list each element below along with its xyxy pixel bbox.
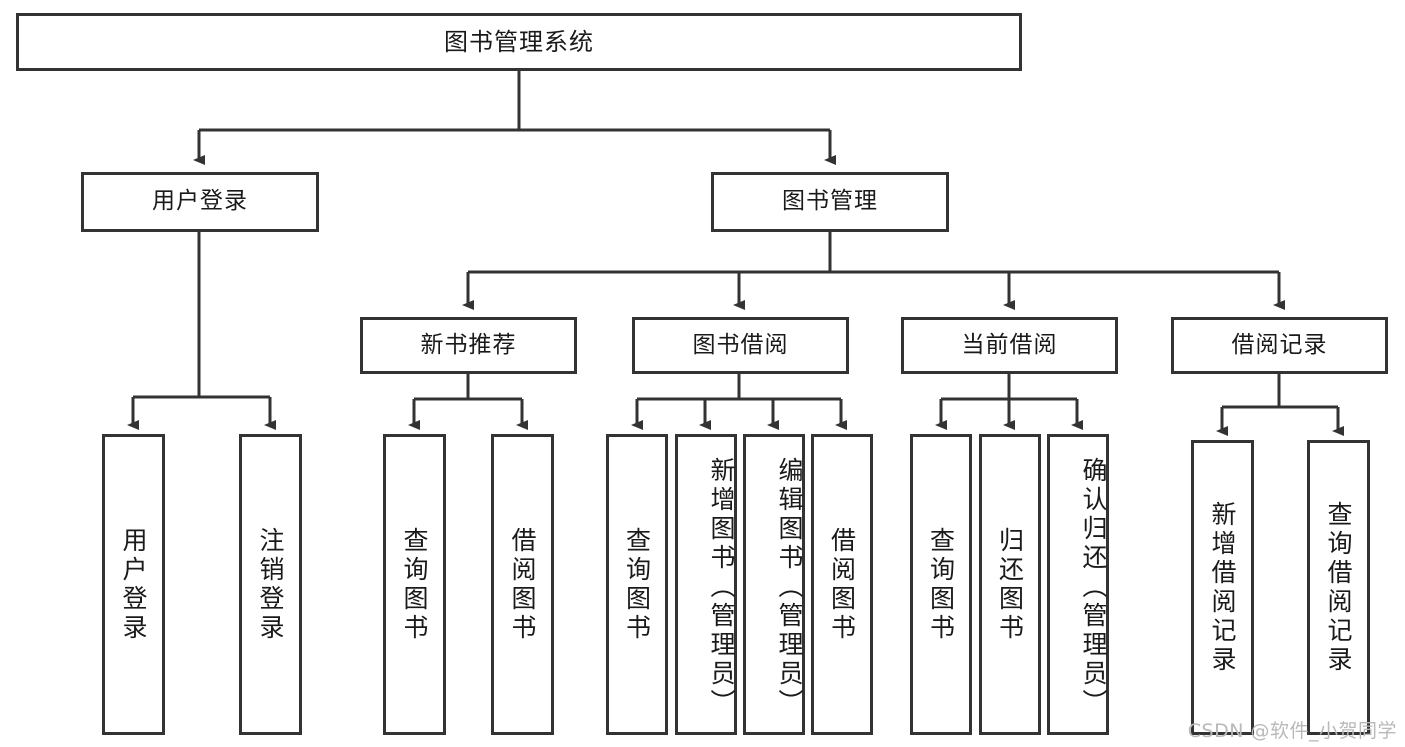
node-root-book-management-system[interactable]: 图书管理系统 [16,13,1022,71]
node-label: 借阅图书 [827,526,857,643]
node-user-login[interactable]: 用户登录 [81,172,319,232]
node-label: 用户登录 [152,188,248,215]
node-label: 注销登录 [256,526,285,643]
node-new-book-recommendation[interactable]: 新书推荐 [360,317,577,374]
node-label: 确认归还（管理员） [1079,457,1108,718]
node-label: 查询图书 [926,526,956,643]
node-book-management[interactable]: 图书管理 [711,172,949,232]
node-current-borrowing[interactable]: 当前借阅 [901,317,1118,374]
leaf-borrow-book-new[interactable]: 借阅图书 [491,434,554,735]
node-label: 用户登录 [119,526,148,643]
leaf-query-borrow-record[interactable]: 查询借阅记录 [1307,440,1370,735]
leaf-query-book-current[interactable]: 查询图书 [910,434,972,735]
node-label: 查询图书 [622,526,652,643]
leaf-query-book-new[interactable]: 查询图书 [383,434,446,735]
leaf-user-logout[interactable]: 注销登录 [239,434,302,735]
leaf-edit-book-admin[interactable]: 编辑图书（管理员） [743,434,805,735]
node-label: 图书管理 [782,188,878,215]
node-label: 图书借阅 [692,331,789,358]
node-label: 归还图书 [995,526,1025,643]
leaf-query-book-borrow[interactable]: 查询图书 [606,434,668,735]
node-book-borrowing[interactable]: 图书借阅 [632,317,849,374]
node-borrowing-records[interactable]: 借阅记录 [1171,317,1388,374]
node-label: 查询图书 [400,526,429,643]
node-label: 借阅图书 [508,526,537,643]
leaf-add-borrow-record[interactable]: 新增借阅记录 [1191,440,1254,735]
leaf-borrow-book-borrow[interactable]: 借阅图书 [811,434,873,735]
leaf-confirm-return-admin[interactable]: 确认归还（管理员） [1047,434,1109,735]
csdn-watermark: CSDN @软件_小贺同学 [1187,720,1397,742]
node-label: 查询借阅记录 [1324,500,1353,675]
node-label: 借阅记录 [1231,331,1328,358]
node-label: 新书推荐 [420,331,517,358]
node-label: 图书管理系统 [444,27,594,56]
leaf-user-login[interactable]: 用户登录 [102,434,165,735]
node-label: 新增图书（管理员） [707,457,736,718]
node-label: 编辑图书（管理员） [775,457,804,718]
leaf-return-book[interactable]: 归还图书 [979,434,1041,735]
node-label: 新增借阅记录 [1208,500,1237,675]
node-label: 当前借阅 [961,331,1058,358]
leaf-add-book-admin[interactable]: 新增图书（管理员） [675,434,737,735]
